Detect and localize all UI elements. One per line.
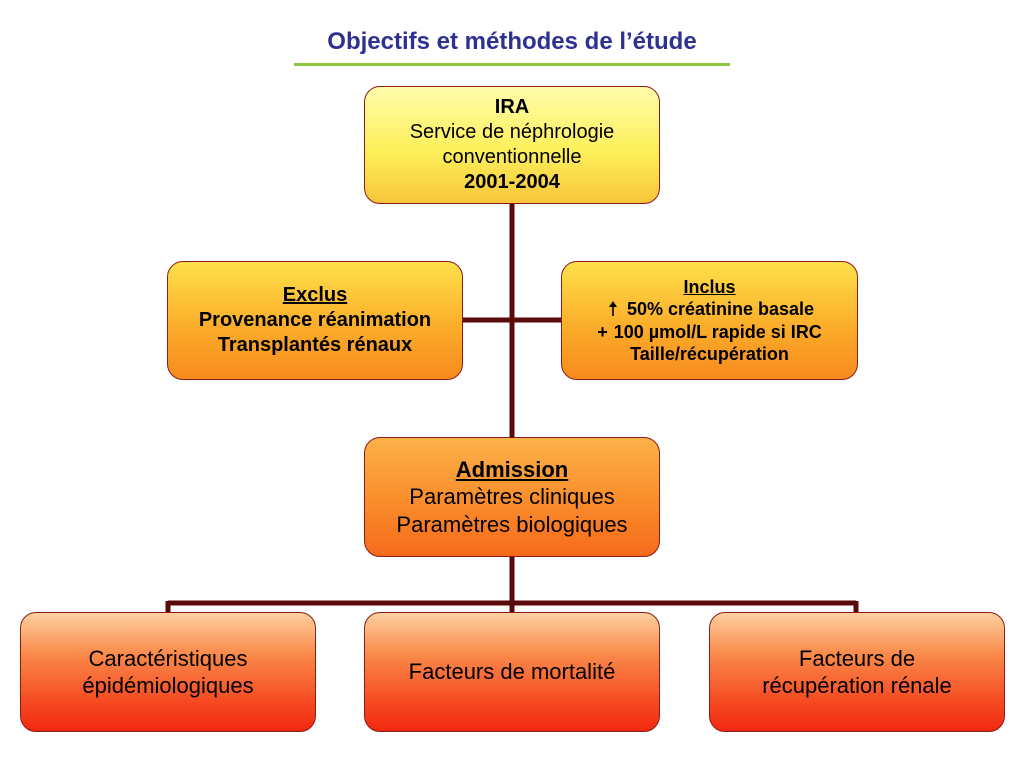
ira-line-2: conventionnelle [442, 146, 582, 168]
inclus-line-2-prefix: + [597, 321, 608, 342]
admission-box: Admission Paramètres cliniques Paramètre… [364, 437, 660, 557]
admission-heading: Admission [455, 456, 569, 482]
inclus-row-2: + 100 µmol/L rapide si IRC [597, 321, 822, 344]
renal-recovery-box: Facteurs de récupération rénale [709, 612, 1005, 732]
mortality-line-1: Facteurs de mortalité [408, 659, 616, 685]
epidemiology-line-1: Caractéristiques [88, 645, 248, 671]
page-title: Objectifs et méthodes de l’étude [327, 28, 697, 55]
ira-heading: IRA [494, 96, 530, 118]
ira-years: 2001-2004 [464, 171, 560, 193]
admission-line-2: Paramètres biologiques [396, 511, 628, 537]
inclus-line-3: Taille/récupération [630, 344, 789, 364]
ira-line-1: Service de néphrologie [409, 121, 615, 143]
exclus-heading: Exclus [282, 284, 348, 306]
ira-box: IRA Service de néphrologie conventionnel… [364, 86, 660, 204]
title-underline [294, 63, 730, 66]
inclus-line-2: 100 µmol/L rapide si IRC [613, 321, 822, 342]
epidemiology-box: Caractéristiques épidémiologiques [20, 612, 316, 732]
renal-recovery-line-2: récupération rénale [762, 673, 952, 698]
exclus-line-1: Provenance réanimation [198, 309, 432, 331]
renal-recovery-line-1: Facteurs de [798, 645, 916, 671]
inclus-row-1: 50% créatinine basale [605, 298, 814, 321]
exclus-line-2: Transplantés rénaux [217, 334, 413, 356]
admission-line-1: Paramètres cliniques [409, 484, 615, 510]
epidemiology-line-2: épidémiologiques [82, 673, 254, 698]
up-arrow-icon [605, 301, 621, 317]
inclus-line-1: 50% créatinine basale [626, 299, 815, 319]
mortality-box: Facteurs de mortalité [364, 612, 660, 732]
exclus-box: Exclus Provenance réanimation Transplant… [167, 261, 463, 380]
inclus-box: Inclus 50% créatinine basale + 100 µmol/… [561, 261, 858, 380]
inclus-heading: Inclus [683, 276, 736, 297]
